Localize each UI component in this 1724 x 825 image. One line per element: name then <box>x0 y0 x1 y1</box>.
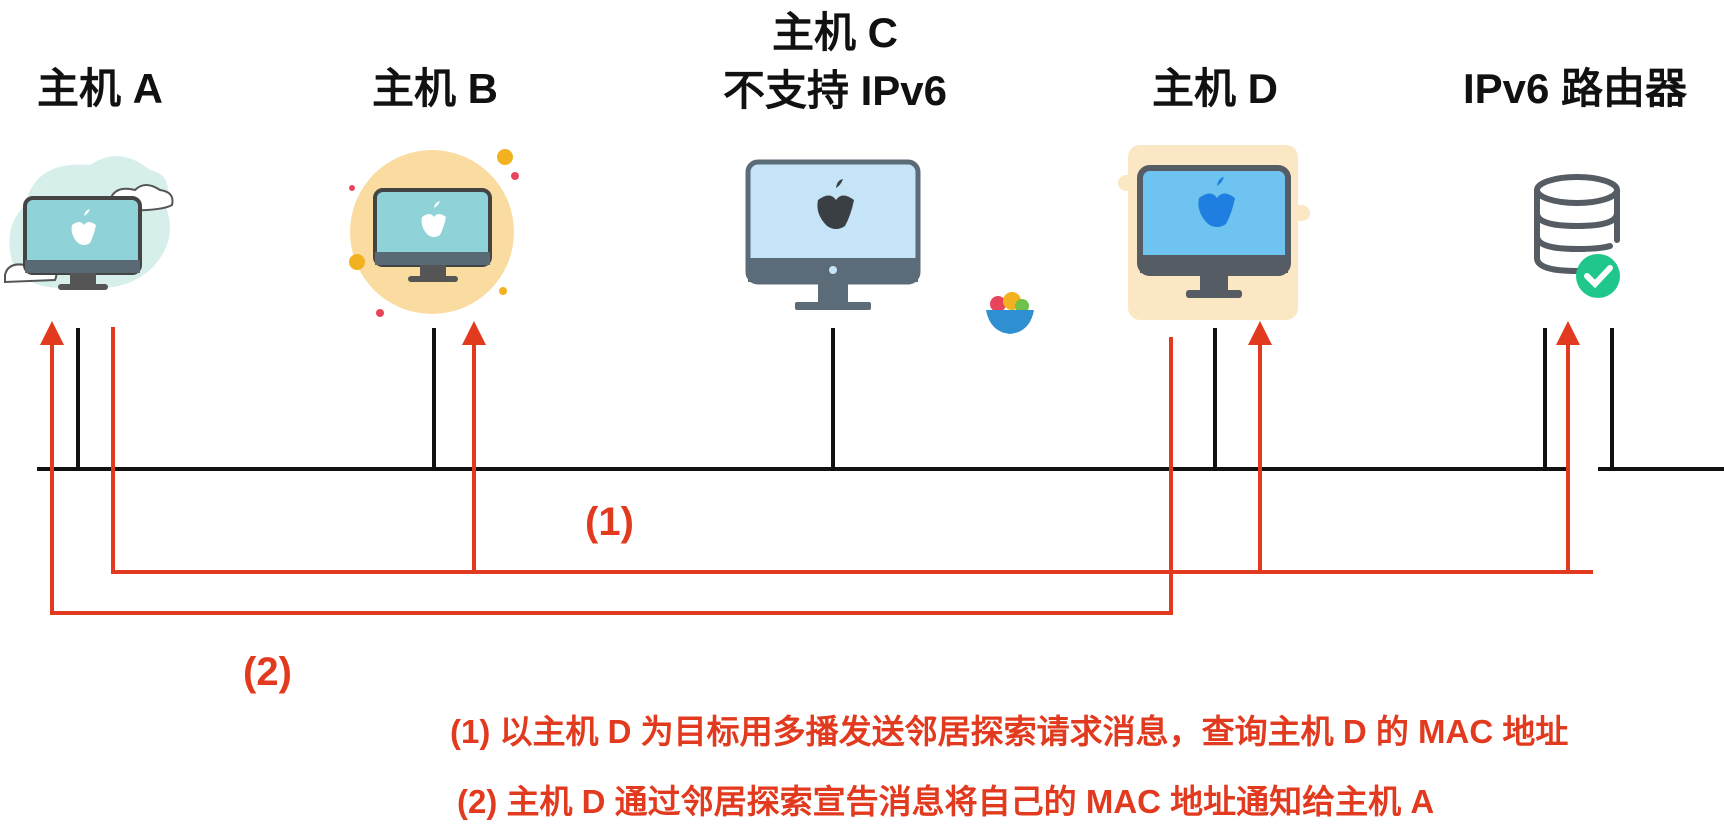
apple-monitor-sun-icon <box>349 149 519 317</box>
host-c-title: 主机 C <box>771 9 898 56</box>
host-c-subtitle: 不支持 IPv6 <box>722 67 948 114</box>
database-check-icon <box>1534 174 1620 298</box>
apple-imac-icon <box>745 159 921 310</box>
step-2-label: (2) <box>243 650 292 694</box>
note-step-2: (2) 主机 D 通过邻居探索宣告消息将自己的 MAC 地址通知给主机 A <box>457 783 1435 820</box>
step-1-label: (1) <box>585 500 634 544</box>
host-d-label: 主机 D <box>1151 65 1278 112</box>
host-b-label: 主机 B <box>371 65 498 112</box>
message-2-path <box>40 321 1173 615</box>
note-step-1: (1) 以主机 D 为目标用多播发送邻居探索请求消息，查询主机 D 的 MAC … <box>450 713 1569 750</box>
router-label: IPv6 路由器 <box>1462 65 1688 112</box>
message-1-path <box>111 321 1593 574</box>
fruit-bowl-icon <box>986 292 1034 334</box>
apple-monitor-blue-icon <box>1118 145 1310 320</box>
host-c-label: 主机 C 不支持 IPv6 <box>680 4 990 120</box>
apple-monitor-cloud-icon <box>4 156 174 290</box>
network-bus <box>37 328 1724 471</box>
host-a-label: 主机 A <box>36 65 163 112</box>
